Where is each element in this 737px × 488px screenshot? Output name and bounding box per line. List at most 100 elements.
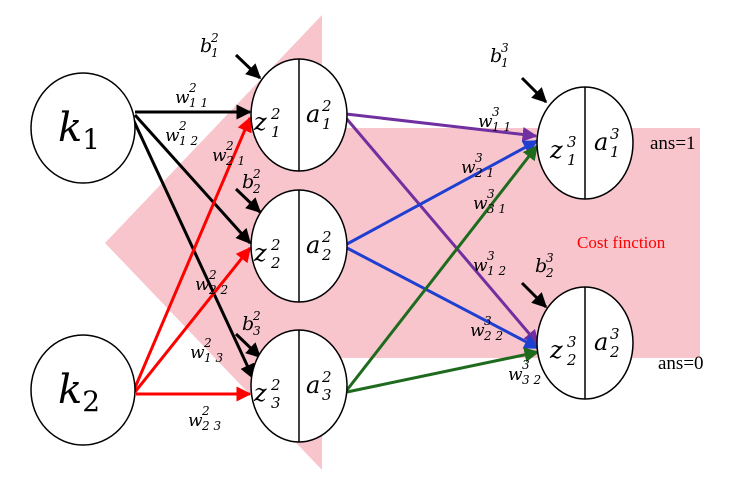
z-sub: 1 bbox=[271, 123, 281, 141]
svg-text:a: a bbox=[306, 231, 320, 259]
input-k2-sub: 2 bbox=[82, 385, 100, 418]
svg-text:b: b bbox=[200, 35, 212, 57]
svg-text:3: 3 bbox=[492, 105, 500, 119]
edge-k1-h2 bbox=[133, 113, 252, 245]
input-k2-main: k bbox=[58, 367, 82, 413]
svg-text:z: z bbox=[253, 239, 267, 267]
z-sup: 2 bbox=[270, 236, 281, 254]
input-node-k2: k2 bbox=[30, 334, 136, 446]
z-sup: 3 bbox=[567, 133, 577, 151]
a-label: a bbox=[594, 328, 608, 356]
bias-arrow-o2 bbox=[520, 281, 548, 309]
svg-text:2 2: 2 2 bbox=[208, 283, 228, 297]
svg-text:1: 1 bbox=[501, 56, 509, 70]
bias-label-o1: b 3 1 bbox=[490, 41, 509, 70]
svg-text:2 3: 2 3 bbox=[201, 419, 221, 433]
a-sub: 1 bbox=[322, 115, 332, 133]
a-sup: 3 bbox=[610, 125, 620, 143]
weight-label-w21-3: w 3 2 1 bbox=[461, 151, 494, 180]
connection-edges bbox=[131, 53, 548, 402]
a-sup: 2 bbox=[321, 97, 332, 115]
svg-text:1 2: 1 2 bbox=[487, 264, 506, 278]
edge-k2-h1 bbox=[132, 116, 252, 391]
input-k1-main: k bbox=[58, 105, 82, 151]
edge-h1-o2 bbox=[344, 117, 540, 346]
svg-text:b: b bbox=[242, 313, 254, 335]
svg-text:2 2: 2 2 bbox=[483, 329, 503, 343]
a-sup: 2 bbox=[321, 228, 332, 246]
z-label: z bbox=[253, 379, 267, 407]
svg-text:w: w bbox=[508, 365, 523, 385]
output-node-1: z 3 1 a 3 1 bbox=[536, 86, 634, 200]
edge-h1-o1 bbox=[345, 112, 538, 142]
svg-text:2 1: 2 1 bbox=[225, 154, 245, 168]
svg-text:a: a bbox=[306, 371, 320, 399]
svg-text:2: 2 bbox=[252, 182, 261, 196]
svg-text:2: 2 bbox=[203, 336, 212, 350]
svg-text:3: 3 bbox=[501, 41, 509, 55]
z-label: z bbox=[253, 239, 267, 267]
svg-text:w: w bbox=[473, 256, 488, 276]
svg-text:3: 3 bbox=[522, 358, 530, 372]
a-sub: 2 bbox=[609, 343, 620, 361]
svg-text:w: w bbox=[188, 411, 203, 431]
svg-text:3: 3 bbox=[484, 314, 492, 328]
weight-label-w31-3: w 3 3 1 bbox=[473, 187, 506, 216]
a-sup: 2 bbox=[321, 368, 332, 386]
input-k1-sub: 1 bbox=[82, 123, 100, 156]
svg-text:1 3: 1 3 bbox=[204, 351, 223, 365]
svg-text:w: w bbox=[165, 126, 180, 146]
svg-text:b: b bbox=[490, 45, 502, 67]
svg-text:z: z bbox=[253, 379, 267, 407]
hidden-node-1: z 2 1 a 2 1 bbox=[250, 58, 348, 172]
svg-text:a: a bbox=[594, 128, 608, 156]
svg-text:3: 3 bbox=[253, 324, 261, 338]
weight-label-w23-2: w 2 2 3 bbox=[188, 404, 221, 433]
bias-arrow-h1 bbox=[234, 53, 262, 80]
weight-label-w32-3: w 3 3 2 bbox=[508, 358, 541, 387]
bias-label-h3: b 2 3 bbox=[242, 309, 261, 338]
svg-text:3: 3 bbox=[487, 249, 495, 263]
z-sub: 3 bbox=[271, 394, 281, 412]
a-sub: 2 bbox=[321, 246, 332, 264]
svg-text:2: 2 bbox=[208, 268, 217, 282]
bias-arrow-h3 bbox=[234, 332, 262, 359]
weight-label-w22-2: w 2 2 2 bbox=[195, 268, 228, 297]
edge-h2-o1 bbox=[346, 139, 539, 246]
svg-text:3: 3 bbox=[475, 151, 483, 165]
svg-text:w: w bbox=[461, 158, 476, 178]
svg-text:w: w bbox=[473, 194, 488, 214]
a-label: a bbox=[306, 371, 320, 399]
svg-text:1 1: 1 1 bbox=[492, 120, 511, 134]
svg-text:w: w bbox=[175, 88, 190, 108]
svg-text:1 2: 1 2 bbox=[179, 134, 198, 148]
svg-text:2 1: 2 1 bbox=[474, 166, 494, 180]
svg-text:k2: k2 bbox=[58, 367, 100, 418]
hidden-node-2: z 2 2 a 2 2 bbox=[250, 189, 348, 303]
svg-text:b: b bbox=[535, 255, 547, 277]
svg-text:2: 2 bbox=[225, 139, 234, 153]
bias-label-o2: b 3 2 bbox=[535, 251, 554, 280]
input-node-k1: k1 bbox=[30, 72, 136, 184]
bias-label-h2: b 2 2 bbox=[242, 167, 261, 196]
z-sup: 3 bbox=[567, 333, 577, 351]
edge-h2-o2 bbox=[346, 246, 540, 350]
svg-text:2: 2 bbox=[201, 404, 210, 418]
a-sup: 3 bbox=[610, 325, 620, 343]
weight-label-w22-3: w 3 2 2 bbox=[470, 314, 503, 343]
z-label: z bbox=[253, 108, 267, 136]
svg-text:2: 2 bbox=[252, 309, 261, 323]
a-label: a bbox=[594, 128, 608, 156]
weight-label-w11-3: w 3 1 1 bbox=[478, 105, 511, 134]
svg-text:w: w bbox=[212, 146, 227, 166]
svg-text:3: 3 bbox=[546, 251, 554, 265]
a-label: a bbox=[306, 231, 320, 259]
answer-label-2: ans=0 bbox=[658, 353, 704, 374]
svg-text:a: a bbox=[306, 100, 320, 128]
z-label: z bbox=[549, 336, 563, 364]
weight-label-w11-2: w 2 1 1 bbox=[175, 81, 208, 110]
svg-text:w: w bbox=[190, 343, 205, 363]
svg-text:2: 2 bbox=[178, 119, 187, 133]
a-sub: 3 bbox=[322, 386, 332, 404]
